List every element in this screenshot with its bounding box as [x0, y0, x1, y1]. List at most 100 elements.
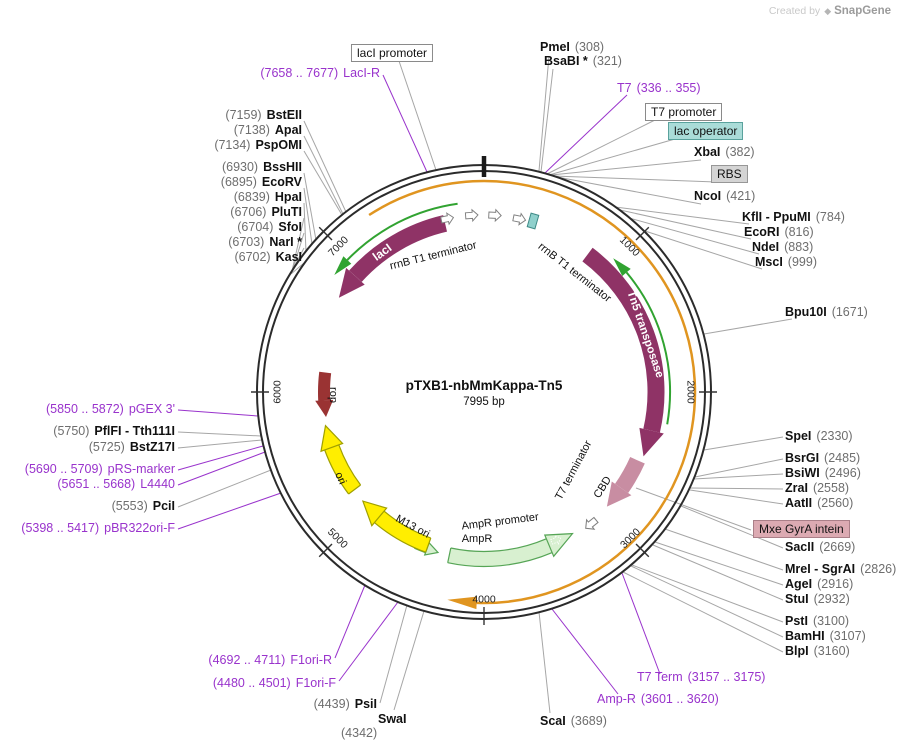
- primer-label-pgex-3[interactable]: (5850 .. 5872)pGEX 3': [46, 402, 175, 417]
- feature-callout-t7-promoter[interactable]: T7 promoter: [645, 103, 723, 121]
- feature-label-t7-terminator[interactable]: T7 terminator: [553, 438, 594, 502]
- boxed-feature-label[interactable]: lac operator: [668, 122, 744, 140]
- enzyme-label-bsrgi[interactable]: BsrGI(2485): [785, 451, 860, 466]
- enzyme-label-blpi[interactable]: BlpI(3160): [785, 644, 850, 659]
- site-position: (4480 .. 4501): [212, 676, 291, 690]
- enzyme-label-apai[interactable]: (7138)ApaI: [234, 123, 302, 138]
- site-position: (6703): [228, 235, 265, 249]
- enzyme-label-bstz17i[interactable]: (5725)BstZ17I: [89, 440, 175, 455]
- terminator-glyph[interactable]: [464, 208, 479, 223]
- enzyme-label-psti[interactable]: PstI(3100): [785, 614, 849, 629]
- terminator-glyph[interactable]: [440, 212, 455, 226]
- primer-label-f1ori-r[interactable]: (4692 .. 4711)F1ori-R: [208, 653, 332, 668]
- callout-line: [703, 436, 784, 451]
- enzyme-label-bsabi[interactable]: BsaBI *(321): [544, 54, 622, 69]
- enzyme-label-sacii[interactable]: SacII(2669): [785, 540, 855, 555]
- primer-label-pbr322ori-f[interactable]: (5398 .. 5417)pBR322ori-F: [21, 521, 175, 536]
- enzyme-label-mrei-sgrai[interactable]: MreI - SgrAI(2826): [785, 562, 896, 577]
- promoter-glyph[interactable]: [512, 212, 527, 226]
- feature-m13-ori[interactable]: [361, 500, 432, 553]
- primer-label-laci-r[interactable]: (7658 .. 7677) LacI-R: [260, 66, 380, 81]
- feature-laci-cds[interactable]: [338, 215, 448, 298]
- enzyme-label-bsshii[interactable]: (6930)BssHII: [222, 160, 302, 175]
- promoter-glyph[interactable]: [488, 208, 502, 223]
- site-name: LacI-R: [343, 66, 380, 80]
- feature-orf-frame-tn5[interactable]: [613, 258, 672, 425]
- enzyme-label-ecorv[interactable]: (6895)EcoRV: [221, 175, 302, 190]
- feature-orf-frame-laci[interactable]: [334, 202, 458, 275]
- feature-tn5-transposase[interactable]: [582, 247, 665, 457]
- enzyme-label-scai[interactable]: ScaI(3689): [540, 714, 607, 729]
- enzyme-label-kfli-ppumi[interactable]: KflI - PpuMI(784): [742, 210, 845, 225]
- enzyme-label-ecori[interactable]: EcoRI(816): [744, 225, 814, 240]
- boxed-feature-label[interactable]: RBS: [711, 165, 748, 183]
- callout-line: [556, 176, 702, 205]
- enzyme-label-xbai[interactable]: XbaI(382): [694, 145, 755, 160]
- enzyme-label-bpu10i[interactable]: Bpu10I(1671): [785, 305, 868, 320]
- enzyme-label-swai[interactable]: SwaI: [378, 712, 407, 727]
- lac-operator-glyph[interactable]: [526, 212, 540, 230]
- enzyme-label-stui[interactable]: StuI(2932): [785, 592, 850, 607]
- callout-line: [693, 473, 784, 480]
- enzyme-label-psii[interactable]: (4439)PsiI: [314, 697, 377, 712]
- enzyme-label-pmei[interactable]: PmeI(308): [540, 40, 604, 55]
- enzyme-label-zrai[interactable]: ZraI(2558): [785, 481, 849, 496]
- primer-label-prs-marker[interactable]: (5690 .. 5709)pRS-marker: [25, 462, 175, 477]
- boxed-feature-label[interactable]: Mxe GyrA intein: [753, 520, 850, 538]
- primer-label-t7-term[interactable]: T7 Term(3157 .. 3175): [637, 670, 765, 685]
- enzyme-label-ndei[interactable]: NdeI(883): [752, 240, 813, 255]
- site-name: BlpI: [785, 644, 809, 658]
- boxed-feature-label[interactable]: lacI promoter: [350, 44, 434, 62]
- enzyme-label-bsteii[interactable]: (7159)BstEII: [225, 108, 302, 123]
- callout-line: [548, 138, 676, 176]
- enzyme-label-hpai[interactable]: (6839)HpaI: [234, 190, 302, 205]
- enzyme-label-4342[interactable]: (4342): [341, 726, 377, 741]
- site-position: (4692 .. 4711): [208, 653, 286, 667]
- enzyme-label-bsiwi[interactable]: BsiWI(2496): [785, 466, 861, 481]
- primer-label-t7[interactable]: T7(336 .. 355): [617, 81, 701, 96]
- site-position: (421): [726, 189, 756, 203]
- feature-orf-main[interactable]: [368, 179, 697, 610]
- primer-label-amp-r[interactable]: Amp-R(3601 .. 3620): [597, 692, 719, 707]
- enzyme-label-bamhi[interactable]: BamHI(3107): [785, 629, 866, 644]
- t7-terminator-glyph[interactable]: [582, 515, 600, 533]
- site-position: (2558): [812, 481, 850, 495]
- boxed-feature-label[interactable]: T7 promoter: [645, 103, 723, 121]
- site-name: KflI - PpuMI: [742, 210, 811, 224]
- enzyme-label-sfoi[interactable]: (6704)SfoI: [237, 220, 302, 235]
- feature-label-ampr[interactable]: AmpR: [462, 533, 493, 545]
- feature-ori[interactable]: [320, 424, 362, 495]
- site-name: MreI - SgrAI: [785, 562, 856, 576]
- feature-callout-mxe-gyra-intein[interactable]: Mxe GyrA intein: [753, 520, 850, 538]
- enzyme-label-spei[interactable]: SpeI(2330): [785, 429, 853, 444]
- site-position: (7658 .. 7677): [260, 66, 339, 80]
- feature-label-tn5[interactable]: Tn5 transposase: [624, 289, 665, 379]
- feature-cbd[interactable]: [606, 456, 645, 507]
- enzyme-label-aatii[interactable]: AatII(2560): [785, 496, 853, 511]
- callout-line: [334, 584, 366, 659]
- feature-callout-lac-operator[interactable]: lac operator: [668, 122, 744, 140]
- feature-label-ori[interactable]: ori: [332, 470, 348, 486]
- enzyme-label-pcii[interactable]: (5553)PciI: [112, 499, 175, 514]
- primer-label-f1ori-f[interactable]: (4480 .. 4501)F1ori-F: [213, 676, 336, 691]
- feature-label-rop[interactable]: rop: [327, 387, 339, 403]
- feature-rop[interactable]: [315, 371, 334, 418]
- feature-callout-rbs[interactable]: RBS: [711, 165, 748, 183]
- callout-line: [540, 68, 554, 173]
- callout-line: [621, 572, 661, 675]
- feature-label-ampr-promoter[interactable]: AmpR promoter: [461, 511, 540, 532]
- enzyme-label-pluti[interactable]: (6706)PluTI: [230, 205, 302, 220]
- primer-label-l4440[interactable]: (5651 .. 5668)L4440: [57, 477, 175, 492]
- enzyme-label-pflfi-tth111i[interactable]: (5750)PflFI - Tth111I: [53, 424, 175, 439]
- enzyme-label-kasi[interactable]: (6702)KasI: [234, 250, 302, 265]
- feature-callout-laci-promoter[interactable]: lacI promoter: [350, 44, 434, 62]
- callout-line: [630, 565, 784, 638]
- site-name: KasI: [275, 250, 302, 264]
- enzyme-label-msci[interactable]: MscI(999): [755, 255, 817, 270]
- enzyme-label-pspomi[interactable]: (7134)PspOMI: [214, 138, 302, 153]
- enzyme-label-agei[interactable]: AgeI(2916): [785, 577, 853, 592]
- enzyme-label-ncoi[interactable]: NcoI(421): [694, 189, 755, 204]
- callout-line: [654, 541, 784, 586]
- enzyme-label-nari[interactable]: (6703)NarI *: [228, 235, 302, 250]
